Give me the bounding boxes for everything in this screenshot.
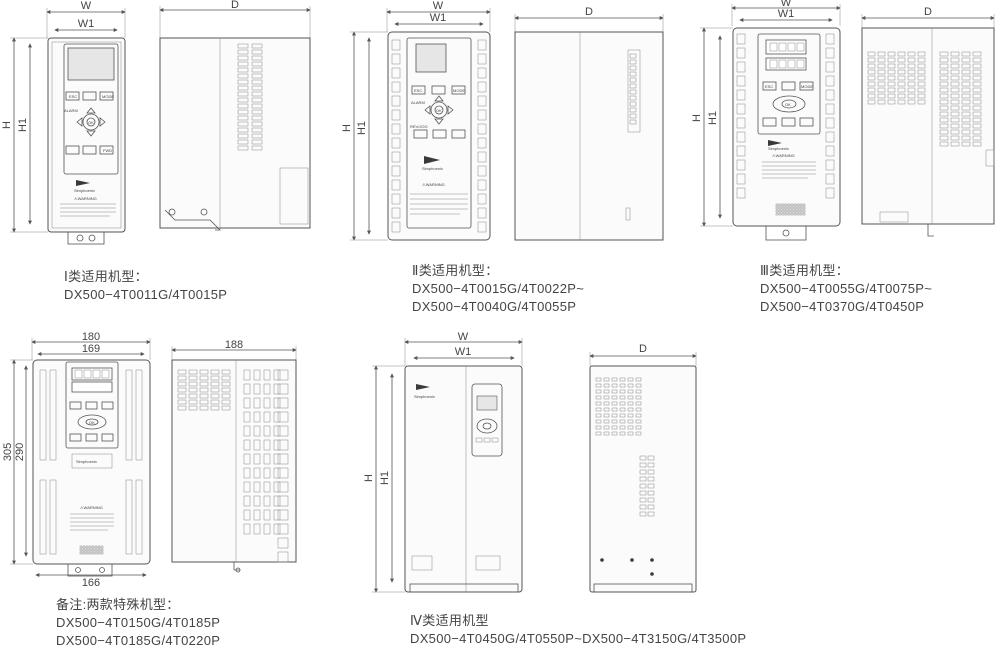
caption-special-line2: DX500−4T0185G/4T0220P (56, 633, 221, 648)
caption-type4-title: Ⅳ类适用机型 (410, 613, 489, 628)
type4-d-label: D (639, 343, 647, 355)
type4-h-label: H (363, 474, 375, 482)
type2-brand-label: Simphoenix (422, 166, 443, 171)
caption-special-title: 备注:两款特殊机型： (56, 597, 180, 612)
type3-h-label: H (691, 114, 703, 122)
special-depth-label: 188 (225, 339, 243, 351)
caption-type1-line1: DX500−4T0011G/4T0015P (64, 287, 228, 302)
special-ok-label: OK (89, 420, 95, 425)
type4-brand-label: Simphoenix (414, 394, 435, 399)
type1-h1-label: H1 (17, 118, 29, 132)
special-bottom-label: 166 (82, 577, 100, 589)
type1-logo-icon (76, 180, 90, 186)
type2-alarm-label: ALARM (411, 100, 425, 105)
type1-brand-label: Simphoenix (74, 188, 95, 193)
type2-warning-label: ⚠WARNING (422, 182, 445, 187)
caption-type2: Ⅱ类适用机型： DX500−4T0015G/4T0022P~ DX500−4T0… (412, 262, 584, 316)
type2-keypad (411, 85, 466, 139)
caption-type2-line1: DX500−4T0015G/4T0022P~ (412, 281, 585, 296)
type2-w1-label: W1 (430, 12, 447, 24)
type1-ok-label: OK (88, 120, 94, 125)
type2-logo-icon (424, 156, 440, 164)
type3-ok-label: OK (785, 102, 791, 107)
type3-side-view: D (861, 6, 995, 237)
type3-front-view: W W1 H H1 ESC MODE OK Simphoenix ⚠WARNIN… (691, 0, 841, 241)
caption-type1: Ⅰ类适用机型： DX500−4T0011G/4T0015P (64, 268, 227, 304)
type3-brand-label: Simphoenix (768, 146, 789, 151)
type2-ok-label: OK (436, 108, 442, 113)
type3-keypad (762, 81, 814, 127)
caption-type3: Ⅲ类适用机型： DX500−4T0055G/4T0075P~ DX500−4T0… (760, 262, 932, 316)
caption-special-line1: DX500−4T0150G/4T0185P (56, 615, 221, 630)
type1-esc-label: ESC (69, 94, 77, 99)
type4-front-view: W W1 H H1 Simphoenix (363, 331, 523, 593)
type3-esc-label: ESC (765, 84, 773, 89)
type2-front-view: W W1 H H1 ESC MODE ALARM OK REV/JOG Simp… (341, 0, 491, 241)
type3-h1-label: H1 (707, 111, 719, 125)
caption-type2-line2: DX500−4T0040G/4T0055P (412, 299, 577, 314)
type1-keypad (65, 91, 114, 155)
special-width1-label: 169 (82, 343, 100, 355)
caption-type4: Ⅳ类适用机型 DX500−4T0450G/4T0550P~DX500−4T315… (410, 612, 746, 648)
type4-side-view: D (589, 343, 697, 593)
type3-warning-label: ⚠WARNING (772, 153, 795, 158)
type2-h1-label: H1 (356, 121, 368, 135)
caption-special: 备注:两款特殊机型： DX500−4T0150G/4T0185P DX500−4… (56, 596, 220, 650)
type1-h-label: H (1, 121, 13, 129)
special-brand-label: Simphoenix (76, 459, 97, 464)
type3-w1-label: W1 (778, 8, 795, 20)
type3-w-label: W (781, 0, 792, 9)
type1-alarm-label: ALARM (64, 108, 78, 113)
type4-logo-icon (416, 384, 430, 390)
caption-type1-title: Ⅰ类适用机型： (64, 269, 148, 284)
type1-warning-label: ⚠WARNING (74, 196, 97, 201)
caption-type4-line1: DX500−4T0450G/4T0550P~DX500−4T3150G/4T35… (410, 631, 747, 646)
type2-h-label: H (341, 124, 353, 132)
special-warning-label: ⚠WARNING (80, 505, 103, 510)
type4-h1-label: H1 (379, 471, 391, 485)
caption-type3-line1: DX500−4T0055G/4T0075P~ (760, 281, 933, 296)
type2-w-label: W (433, 0, 444, 12)
type2-side-view: D (514, 6, 664, 241)
caption-type3-line2: DX500−4T0370G/4T0450P (760, 299, 925, 314)
special-side-view: 188 (171, 339, 297, 573)
type2-mode-label: MODE (453, 88, 465, 93)
type1-d-label: D (231, 0, 239, 11)
type1-side-view: D (159, 0, 311, 231)
type1-w-label: W (81, 0, 92, 12)
type3-mode-label: MODE (801, 84, 813, 89)
type4-w1-label: W1 (455, 346, 472, 358)
type1-mode-label: MODE (102, 94, 114, 99)
type1-fwd-label: FWD (103, 148, 112, 153)
type2-esc-label: ESC (414, 88, 422, 93)
caption-type2-title: Ⅱ类适用机型： (412, 263, 499, 278)
special-keypad (69, 401, 114, 442)
special-height-label: 305 (2, 443, 14, 461)
special-width-label: 180 (82, 331, 100, 343)
type1-w1-label: W1 (78, 18, 95, 30)
type3-logo-icon (768, 140, 782, 146)
special-height1-label: 290 (14, 443, 26, 461)
type2-jog-label: REV/JOG (410, 124, 428, 129)
caption-type3-title: Ⅲ类适用机型： (760, 263, 850, 278)
type3-d-label: D (924, 6, 932, 18)
type2-d-label: D (585, 6, 593, 18)
type1-front-view: W W1 H H1 ESC MODE ALARM OK FWD (1, 0, 126, 245)
special-front-view: 180 169 305 290 OK Simphoenix ⚠WARNING (2, 331, 151, 589)
type4-w-label: W (458, 331, 469, 343)
